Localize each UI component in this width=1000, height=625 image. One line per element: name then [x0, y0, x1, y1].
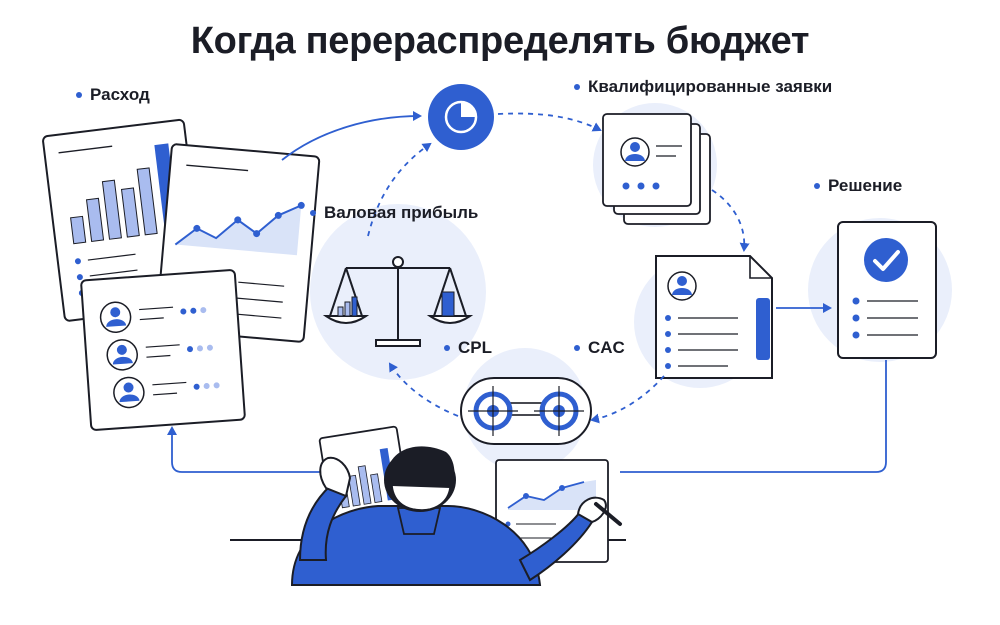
qualified-leads-cards	[602, 113, 711, 225]
expense-documents	[42, 118, 321, 431]
user-avatar-icon	[667, 271, 697, 301]
cac-document	[655, 255, 773, 379]
user-avatar-icon	[99, 301, 132, 333]
user-list-document	[80, 269, 246, 431]
pie-chart-icon	[428, 84, 494, 150]
user-avatar-icon	[113, 376, 145, 409]
user-avatar-icon	[620, 137, 650, 167]
bullet-dot	[574, 84, 580, 90]
bullet-dot	[814, 183, 820, 189]
checkmark-icon	[864, 238, 908, 282]
label-qualified-leads-text: Квалифицированные заявки	[588, 77, 833, 96]
label-cpl: CPL	[444, 338, 492, 358]
label-cac-text: CAC	[588, 338, 625, 357]
bullet-dot	[444, 345, 450, 351]
label-cac: CAC	[574, 338, 625, 358]
page-title: Когда перераспределять бюджет	[190, 20, 810, 62]
analyst-at-desk	[230, 425, 626, 586]
flow-arrows	[167, 111, 887, 473]
label-qualified-leads: Квалифицированные заявки	[574, 77, 832, 97]
user-avatar-icon	[106, 339, 138, 371]
label-spend-text: Расход	[90, 85, 150, 104]
label-decision: Решение	[814, 176, 902, 196]
label-spend: Расход	[76, 85, 150, 105]
decision-document	[837, 221, 937, 359]
bullet-dot	[574, 345, 580, 351]
bullet-dot	[76, 92, 82, 98]
bullet-dot	[310, 210, 316, 216]
label-decision-text: Решение	[828, 176, 903, 195]
label-gross-profit: Валовая прибыль	[310, 203, 478, 223]
label-cpl-text: CPL	[458, 338, 492, 357]
label-gross-profit-text: Валовая прибыль	[324, 203, 479, 222]
scales-icon	[322, 256, 474, 347]
target-icon	[460, 377, 592, 445]
